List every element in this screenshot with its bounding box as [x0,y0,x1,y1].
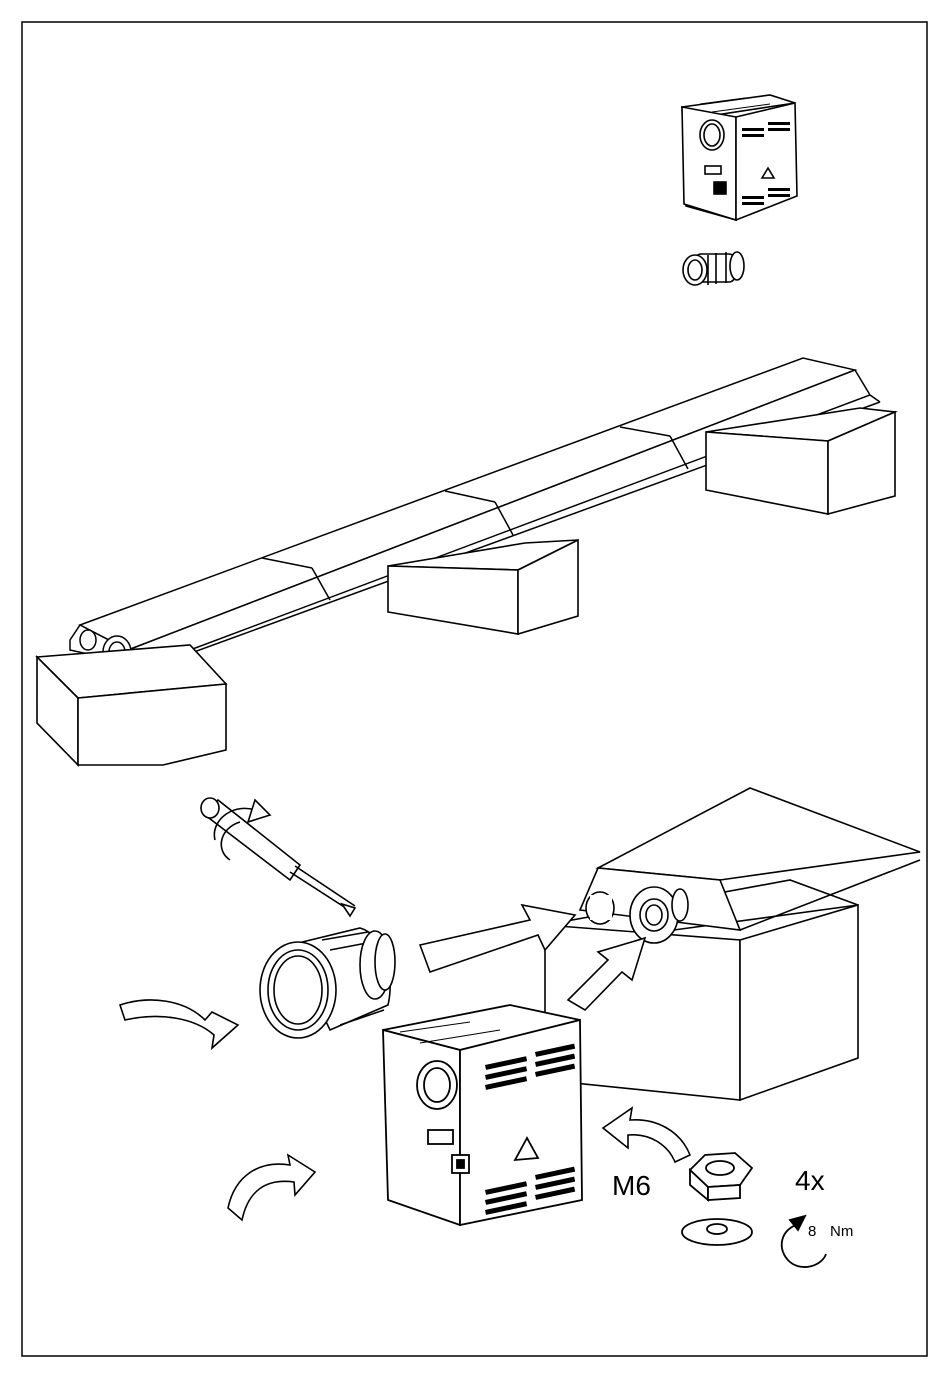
curved-arrow-icon [120,1000,238,1048]
adapter-sleeve-icon [683,252,744,285]
adapter-sleeve-icon [260,928,395,1038]
torque-value-label: 8 [808,1223,816,1240]
quantity-label: 4x [795,1165,825,1196]
washer-icon [682,1219,752,1245]
heater-unit-icon [682,95,797,220]
concrete-block-icon [37,645,226,765]
torque-arrow-icon [782,1216,826,1267]
hex-nut-icon [690,1153,752,1200]
curved-arrow-icon [228,1155,315,1220]
curved-arrow-icon [603,1108,690,1162]
heater-unit-icon [383,1005,582,1225]
nut-size-label: M6 [612,1170,651,1201]
torque-unit-label: Nm [830,1223,853,1240]
